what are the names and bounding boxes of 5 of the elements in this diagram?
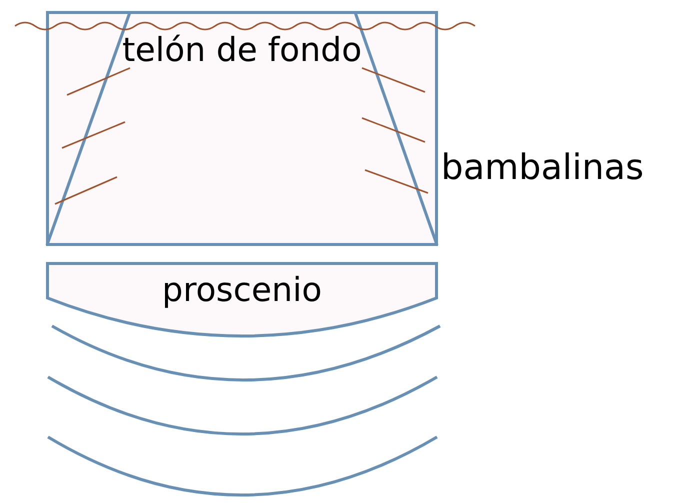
wings-label: bambalinas	[441, 148, 644, 188]
stage-area-label: proscenio	[162, 270, 322, 309]
stage-box	[46, 11, 438, 246]
stage-area-label: telón de fondo	[122, 30, 362, 69]
proscenium-shape	[46, 262, 438, 338]
